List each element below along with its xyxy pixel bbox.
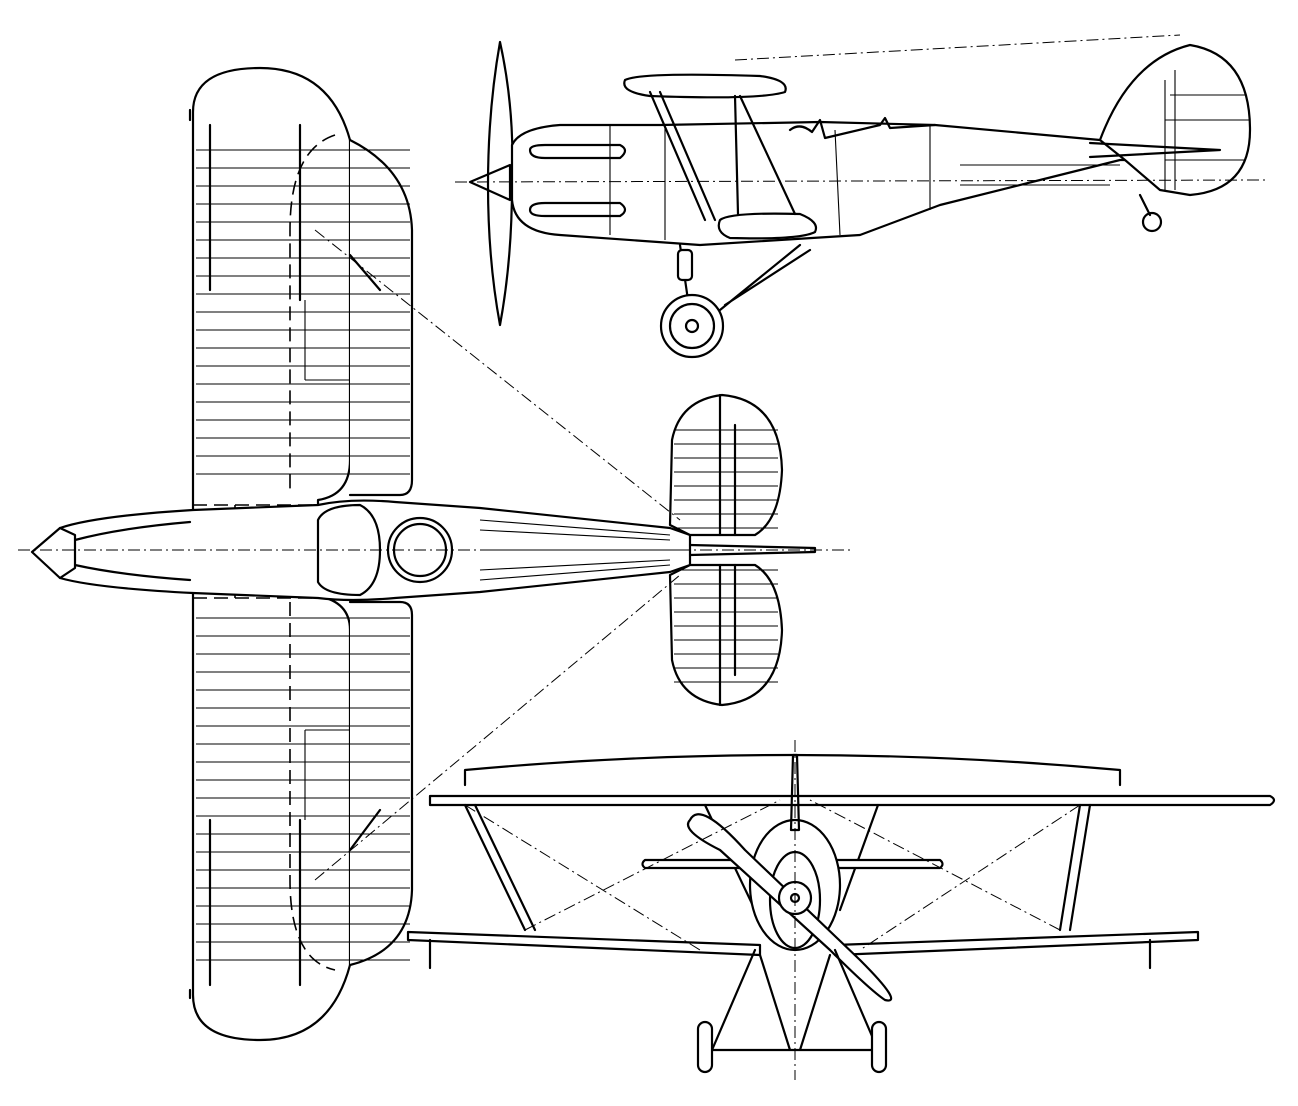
propeller-side [486,40,514,327]
rudder-ribs [1164,70,1250,190]
front-view [406,740,1276,1080]
side-panel-lines [609,125,1120,240]
lower-wing-side [717,212,818,240]
engine-cowling-line [58,520,192,582]
tailplane-side [1088,141,1222,159]
bracing-line-2 [314,574,681,881]
oleo-strut [676,248,694,282]
fuselage-side-outline [510,120,1182,247]
engine-exhausts [528,143,627,218]
tail-wheel [1141,211,1163,233]
wheel-left [696,1020,714,1074]
tailplane-lower [668,563,784,707]
strut-brace [348,253,382,852]
lower-wing-outline [348,138,414,967]
side-view [454,34,1266,359]
wing-rib-lines [196,149,410,961]
main-wheel-hub [668,302,716,350]
upper-wing-front [428,794,1276,807]
interplane-struts [648,90,797,222]
aileron-line [304,300,350,820]
fin-top-dashdot [734,34,1181,61]
upper-wing-inner-spar [208,123,302,987]
spinner [468,163,512,202]
wheel-right [870,1020,888,1074]
side-centreline [454,179,1266,183]
plan-view [18,66,850,1042]
cockpit-headrest [788,116,937,140]
front-bracing [464,740,1081,1080]
main-wheel-axle [684,318,700,334]
interplane-struts-front [463,803,1092,932]
tail-rudder [688,543,817,557]
bracing-line-1 [314,229,681,521]
upper-wing-top-surface [463,753,1122,787]
fin-front [789,753,801,832]
elevator-line [718,393,737,707]
tailplane-rib-lines [674,429,778,683]
tail-skid [1138,193,1152,217]
wingtip-skids [428,938,1152,970]
hidden-lower-wing-outline [289,134,336,971]
upper-wing-side [623,73,787,99]
